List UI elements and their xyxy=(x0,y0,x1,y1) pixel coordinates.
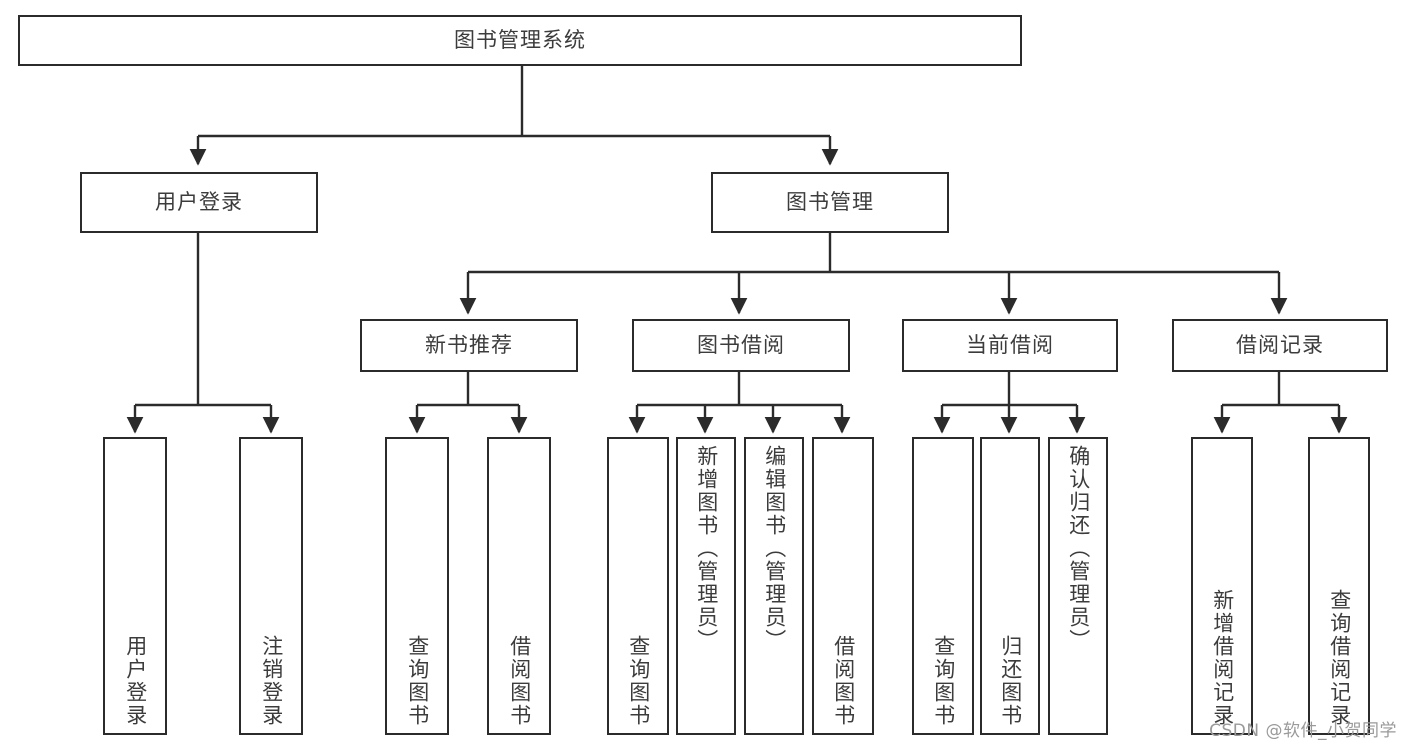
node-label: 新增借阅记录 xyxy=(1210,589,1235,727)
node-label: 图书管理系统 xyxy=(454,27,586,52)
leaf-recommend-query-book[interactable]: 查询图书 xyxy=(385,437,449,735)
node-label: 查询借阅记录 xyxy=(1327,589,1352,727)
node-borrow-records[interactable]: 借阅记录 xyxy=(1172,319,1388,372)
leaf-borrow-edit-book-admin[interactable]: 编辑图书（管理员） xyxy=(744,437,804,735)
node-label: 借阅图书 xyxy=(507,635,532,727)
node-label: 借阅图书 xyxy=(831,635,856,727)
leaf-records-add-record[interactable]: 新增借阅记录 xyxy=(1191,437,1253,735)
node-label: 新书推荐 xyxy=(425,332,513,357)
node-label: 归还图书 xyxy=(998,635,1023,727)
leaf-user-login-logout[interactable]: 注销登录 xyxy=(239,437,303,735)
node-label: 注销登录 xyxy=(259,635,284,727)
leaf-user-login-login[interactable]: 用户登录 xyxy=(103,437,167,735)
node-label: 确认归还（管理员） xyxy=(1066,445,1091,652)
node-label: 借阅记录 xyxy=(1236,332,1324,357)
csdn-watermark: CSDN @软件_小贺同学 xyxy=(1209,721,1397,741)
node-label: 查询图书 xyxy=(405,635,430,727)
leaf-current-return-book[interactable]: 归还图书 xyxy=(980,437,1040,735)
node-label: 新增图书（管理员） xyxy=(694,445,719,652)
node-user-login[interactable]: 用户登录 xyxy=(80,172,318,233)
leaf-borrow-add-book-admin[interactable]: 新增图书（管理员） xyxy=(676,437,736,735)
leaf-current-confirm-return-admin[interactable]: 确认归还（管理员） xyxy=(1048,437,1108,735)
node-label: 编辑图书（管理员） xyxy=(762,445,787,652)
leaf-borrow-borrow-book[interactable]: 借阅图书 xyxy=(812,437,874,735)
leaf-records-query-record[interactable]: 查询借阅记录 xyxy=(1308,437,1370,735)
node-label: 用户登录 xyxy=(123,635,148,727)
node-root-system[interactable]: 图书管理系统 xyxy=(18,15,1022,66)
node-label: 当前借阅 xyxy=(966,332,1054,357)
node-book-borrow[interactable]: 图书借阅 xyxy=(632,319,850,372)
leaf-recommend-borrow-book[interactable]: 借阅图书 xyxy=(487,437,551,735)
node-label: 图书管理 xyxy=(786,189,874,214)
node-book-management[interactable]: 图书管理 xyxy=(711,172,949,233)
node-label: 查询图书 xyxy=(931,635,956,727)
node-new-book-recommend[interactable]: 新书推荐 xyxy=(360,319,578,372)
node-label: 用户登录 xyxy=(155,189,243,214)
leaf-current-query-book[interactable]: 查询图书 xyxy=(912,437,974,735)
node-label: 图书借阅 xyxy=(697,332,785,357)
node-label: 查询图书 xyxy=(626,635,651,727)
leaf-borrow-query-book[interactable]: 查询图书 xyxy=(607,437,669,735)
node-current-borrow[interactable]: 当前借阅 xyxy=(902,319,1118,372)
